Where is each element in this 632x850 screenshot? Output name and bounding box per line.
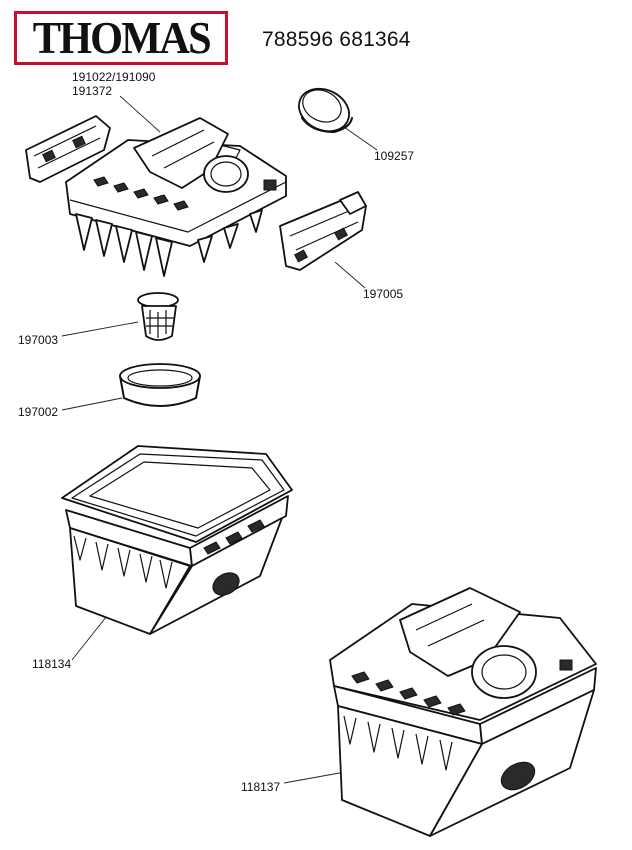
filter-part bbox=[137, 292, 179, 341]
label-filter-ring: 197002 bbox=[18, 405, 59, 419]
tank-part bbox=[61, 445, 293, 635]
label-assembly: 118137 bbox=[241, 780, 281, 794]
label-tank: 118134 bbox=[32, 657, 72, 671]
label-lid: 191022/191090 191372 bbox=[72, 70, 156, 98]
label-seal-ring: 109257 bbox=[374, 149, 415, 163]
thomas-logo: THOMAS bbox=[14, 11, 228, 65]
lid-flap bbox=[25, 115, 111, 183]
leader-lines bbox=[61, 95, 378, 784]
brand-name: THOMAS bbox=[32, 12, 211, 63]
latch-part bbox=[279, 191, 367, 271]
seal-ring-part bbox=[298, 87, 353, 133]
label-latch: 197005 bbox=[363, 287, 404, 301]
filter-ring-part bbox=[119, 363, 201, 407]
leader-filter bbox=[61, 321, 139, 337]
leader-seal-ring bbox=[343, 126, 378, 151]
lid-part bbox=[25, 115, 287, 277]
leader-lid bbox=[119, 95, 161, 133]
assembly-part bbox=[329, 587, 597, 837]
label-filter: 197003 bbox=[18, 333, 59, 347]
model-numbers: 788596 681364 bbox=[262, 28, 411, 51]
leader-filter-ring bbox=[61, 397, 123, 411]
leader-latch bbox=[334, 261, 366, 289]
